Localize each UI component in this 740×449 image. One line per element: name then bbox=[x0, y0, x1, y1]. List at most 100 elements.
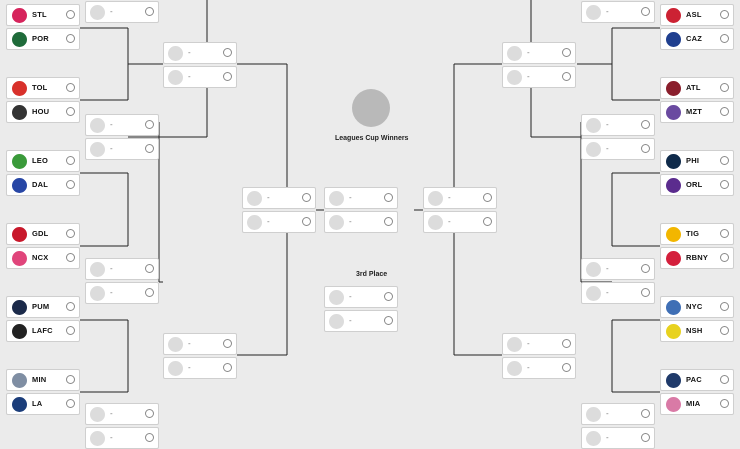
team-slot-left[interactable]: DAL bbox=[6, 174, 80, 196]
final-qual-slot-right[interactable]: - bbox=[423, 187, 497, 209]
team-slot-right[interactable]: CAZ bbox=[660, 28, 734, 50]
pick-radio[interactable] bbox=[384, 316, 393, 325]
final-qual-slot-right[interactable]: - bbox=[423, 211, 497, 233]
pick-radio[interactable] bbox=[145, 288, 154, 297]
team-slot-left[interactable]: LAFC bbox=[6, 320, 80, 342]
team-slot-right[interactable]: PHI bbox=[660, 150, 734, 172]
semifinal-slot-left[interactable]: - bbox=[163, 333, 237, 355]
pick-radio[interactable] bbox=[145, 7, 154, 16]
pick-radio[interactable] bbox=[720, 326, 729, 335]
team-slot-right[interactable]: NSH bbox=[660, 320, 734, 342]
pick-radio[interactable] bbox=[562, 48, 571, 57]
semifinal-slot-left[interactable]: - bbox=[163, 42, 237, 64]
pick-radio[interactable] bbox=[66, 375, 75, 384]
pick-radio[interactable] bbox=[720, 107, 729, 116]
pick-radio[interactable] bbox=[720, 302, 729, 311]
pick-radio[interactable] bbox=[66, 302, 75, 311]
semifinal-slot-right[interactable]: - bbox=[502, 66, 576, 88]
quarterfinal-slot-right[interactable]: - bbox=[581, 258, 655, 280]
quarterfinal-slot-left[interactable]: - bbox=[85, 114, 159, 136]
pick-radio[interactable] bbox=[66, 180, 75, 189]
pick-radio[interactable] bbox=[720, 34, 729, 43]
pick-radio[interactable] bbox=[483, 217, 492, 226]
pick-radio[interactable] bbox=[145, 144, 154, 153]
team-slot-right[interactable]: TIG bbox=[660, 223, 734, 245]
quarterfinal-slot-right[interactable]: - bbox=[581, 403, 655, 425]
team-slot-right[interactable]: MIA bbox=[660, 393, 734, 415]
pick-radio[interactable] bbox=[66, 326, 75, 335]
pick-radio[interactable] bbox=[66, 34, 75, 43]
semifinal-slot-right[interactable]: - bbox=[502, 333, 576, 355]
pick-radio[interactable] bbox=[223, 48, 232, 57]
quarterfinal-slot-left[interactable]: - bbox=[85, 282, 159, 304]
pick-radio[interactable] bbox=[145, 433, 154, 442]
third-place-slot[interactable]: - bbox=[324, 310, 398, 332]
quarterfinal-slot-left[interactable]: - bbox=[85, 138, 159, 160]
pick-radio[interactable] bbox=[720, 375, 729, 384]
team-slot-right[interactable]: ORL bbox=[660, 174, 734, 196]
team-slot-left[interactable]: STL bbox=[6, 4, 80, 26]
pick-radio[interactable] bbox=[562, 339, 571, 348]
team-slot-right[interactable]: MZT bbox=[660, 101, 734, 123]
pick-radio[interactable] bbox=[384, 217, 393, 226]
team-slot-right[interactable]: NYC bbox=[660, 296, 734, 318]
pick-radio[interactable] bbox=[66, 229, 75, 238]
pick-radio[interactable] bbox=[641, 433, 650, 442]
team-slot-left[interactable]: HOU bbox=[6, 101, 80, 123]
pick-radio[interactable] bbox=[720, 180, 729, 189]
quarterfinal-slot-right[interactable]: - bbox=[581, 114, 655, 136]
pick-radio[interactable] bbox=[641, 288, 650, 297]
pick-radio[interactable] bbox=[641, 144, 650, 153]
team-slot-right[interactable]: RBNY bbox=[660, 247, 734, 269]
team-slot-left[interactable]: TOL bbox=[6, 77, 80, 99]
quarterfinal-slot-left[interactable]: - bbox=[85, 1, 159, 23]
pick-radio[interactable] bbox=[720, 253, 729, 262]
third-place-slot[interactable]: - bbox=[324, 286, 398, 308]
pick-radio[interactable] bbox=[302, 217, 311, 226]
final-qual-slot-left[interactable]: - bbox=[242, 187, 316, 209]
team-slot-left[interactable]: GDL bbox=[6, 223, 80, 245]
pick-radio[interactable] bbox=[66, 253, 75, 262]
pick-radio[interactable] bbox=[145, 409, 154, 418]
pick-radio[interactable] bbox=[641, 120, 650, 129]
pick-radio[interactable] bbox=[720, 156, 729, 165]
team-slot-left[interactable]: LEO bbox=[6, 150, 80, 172]
semifinal-slot-left[interactable]: - bbox=[163, 357, 237, 379]
team-slot-left[interactable]: PUM bbox=[6, 296, 80, 318]
pick-radio[interactable] bbox=[66, 83, 75, 92]
quarterfinal-slot-right[interactable]: - bbox=[581, 282, 655, 304]
team-slot-left[interactable]: NCX bbox=[6, 247, 80, 269]
pick-radio[interactable] bbox=[66, 10, 75, 19]
pick-radio[interactable] bbox=[223, 363, 232, 372]
pick-radio[interactable] bbox=[223, 339, 232, 348]
team-slot-right[interactable]: ASL bbox=[660, 4, 734, 26]
team-slot-left[interactable]: MIN bbox=[6, 369, 80, 391]
pick-radio[interactable] bbox=[562, 72, 571, 81]
team-slot-left[interactable]: LA bbox=[6, 393, 80, 415]
pick-radio[interactable] bbox=[384, 292, 393, 301]
final-slot[interactable]: - bbox=[324, 211, 398, 233]
quarterfinal-slot-right[interactable]: - bbox=[581, 138, 655, 160]
pick-radio[interactable] bbox=[483, 193, 492, 202]
team-slot-right[interactable]: ATL bbox=[660, 77, 734, 99]
pick-radio[interactable] bbox=[641, 409, 650, 418]
pick-radio[interactable] bbox=[145, 264, 154, 273]
pick-radio[interactable] bbox=[562, 363, 571, 372]
semifinal-slot-right[interactable]: - bbox=[502, 42, 576, 64]
pick-radio[interactable] bbox=[66, 399, 75, 408]
semifinal-slot-right[interactable]: - bbox=[502, 357, 576, 379]
pick-radio[interactable] bbox=[720, 399, 729, 408]
quarterfinal-slot-right[interactable]: - bbox=[581, 427, 655, 449]
pick-radio[interactable] bbox=[720, 83, 729, 92]
quarterfinal-slot-left[interactable]: - bbox=[85, 427, 159, 449]
final-slot[interactable]: - bbox=[324, 187, 398, 209]
pick-radio[interactable] bbox=[66, 107, 75, 116]
semifinal-slot-left[interactable]: - bbox=[163, 66, 237, 88]
pick-radio[interactable] bbox=[145, 120, 154, 129]
quarterfinal-slot-left[interactable]: - bbox=[85, 258, 159, 280]
pick-radio[interactable] bbox=[384, 193, 393, 202]
pick-radio[interactable] bbox=[720, 10, 729, 19]
pick-radio[interactable] bbox=[641, 7, 650, 16]
quarterfinal-slot-right[interactable]: - bbox=[581, 1, 655, 23]
team-slot-right[interactable]: PAC bbox=[660, 369, 734, 391]
